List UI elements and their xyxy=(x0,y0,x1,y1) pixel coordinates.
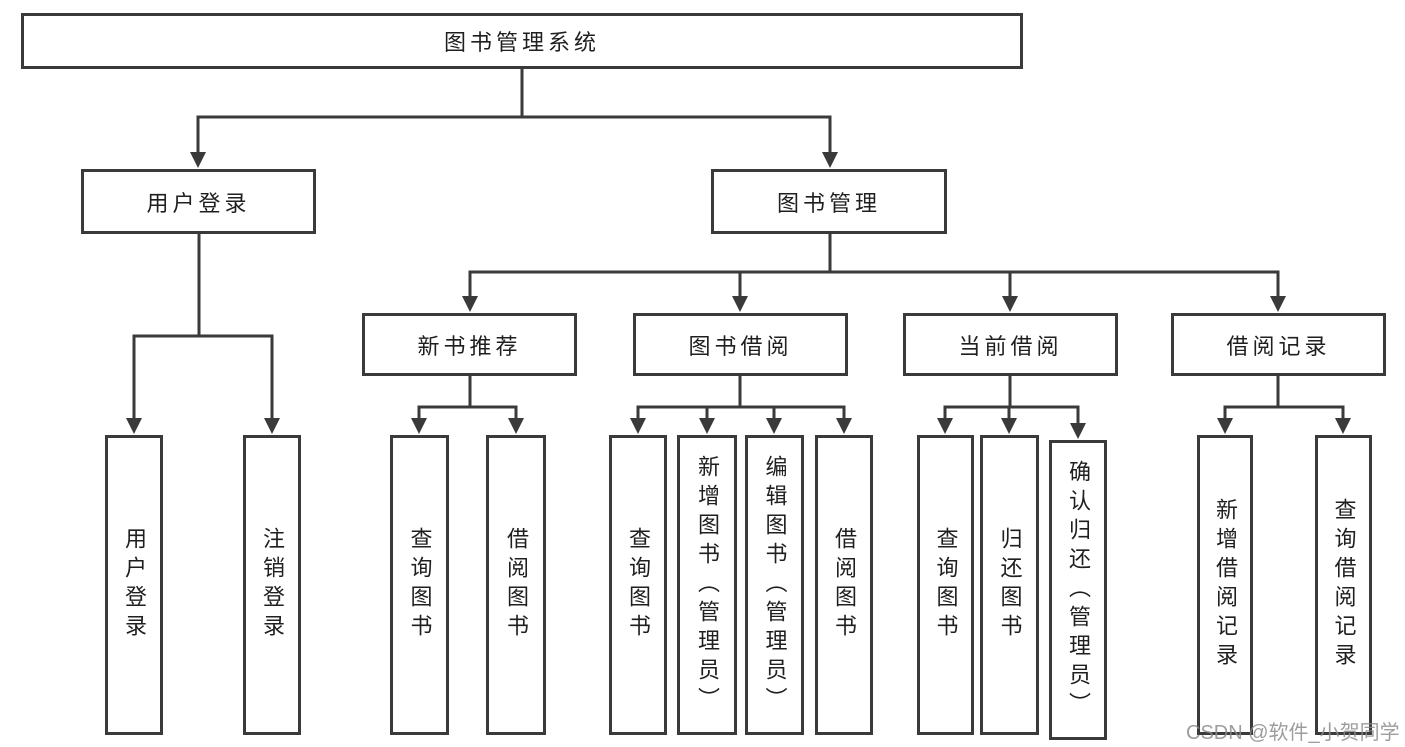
node-label: 新书推荐 xyxy=(417,333,522,359)
watermark: CSDN @软件_小贺同学 xyxy=(1186,722,1400,744)
leaf-return-books: 归还图书 xyxy=(980,435,1039,735)
node-label: 查询借阅记录 xyxy=(1331,498,1357,672)
leaf-query-books: 查询图书 xyxy=(917,435,974,735)
node-book-borrowing: 图书借阅 xyxy=(633,313,848,376)
node-borrowing-records: 借阅记录 xyxy=(1171,313,1386,376)
node-label: 图书借阅 xyxy=(688,333,793,359)
leaf-borrow-books: 借阅图书 xyxy=(486,435,546,735)
node-label: 借阅图书 xyxy=(832,527,857,643)
node-label: 确认归还（管理员） xyxy=(1066,459,1091,721)
node-label: 编辑图书（管理员） xyxy=(762,454,788,716)
leaf-query-books: 查询图书 xyxy=(390,435,449,735)
node-label: 用户登录 xyxy=(146,190,251,216)
leaf-add-borrow-record: 新增借阅记录 xyxy=(1197,435,1253,735)
leaf-edit-book-admin: 编辑图书（管理员） xyxy=(745,435,804,735)
leaf-logout: 注销登录 xyxy=(243,435,301,735)
node-user-login: 用户登录 xyxy=(81,169,316,234)
node-book-management: 图书管理 xyxy=(711,169,947,234)
node-label: 图书管理 xyxy=(776,190,881,216)
node-label: 图书管理系统 xyxy=(443,30,600,55)
node-label: 当前借阅 xyxy=(958,333,1063,359)
node-label: 新增借阅记录 xyxy=(1213,498,1238,672)
node-library-management-system: 图书管理系统 xyxy=(21,13,1023,69)
node-current-borrowing: 当前借阅 xyxy=(903,313,1118,376)
node-label: 查询图书 xyxy=(626,527,651,643)
leaf-borrow-books: 借阅图书 xyxy=(815,435,873,735)
leaf-user-login: 用户登录 xyxy=(105,435,163,735)
node-new-book-recommendation: 新书推荐 xyxy=(362,313,577,376)
leaf-query-borrow-record: 查询借阅记录 xyxy=(1315,435,1372,735)
node-label: 新增图书（管理员） xyxy=(695,454,720,716)
node-label: 用户登录 xyxy=(122,527,147,643)
node-label: 查询图书 xyxy=(933,527,959,643)
node-label: 归还图书 xyxy=(997,527,1023,643)
node-label: 查询图书 xyxy=(407,527,433,643)
leaf-query-books: 查询图书 xyxy=(609,435,667,735)
node-label: 注销登录 xyxy=(260,527,285,643)
node-label: 借阅图书 xyxy=(504,527,529,643)
node-label: 借阅记录 xyxy=(1226,333,1331,359)
leaf-add-book-admin: 新增图书（管理员） xyxy=(677,435,737,735)
leaf-confirm-return-admin: 确认归还（管理员） xyxy=(1049,440,1107,740)
